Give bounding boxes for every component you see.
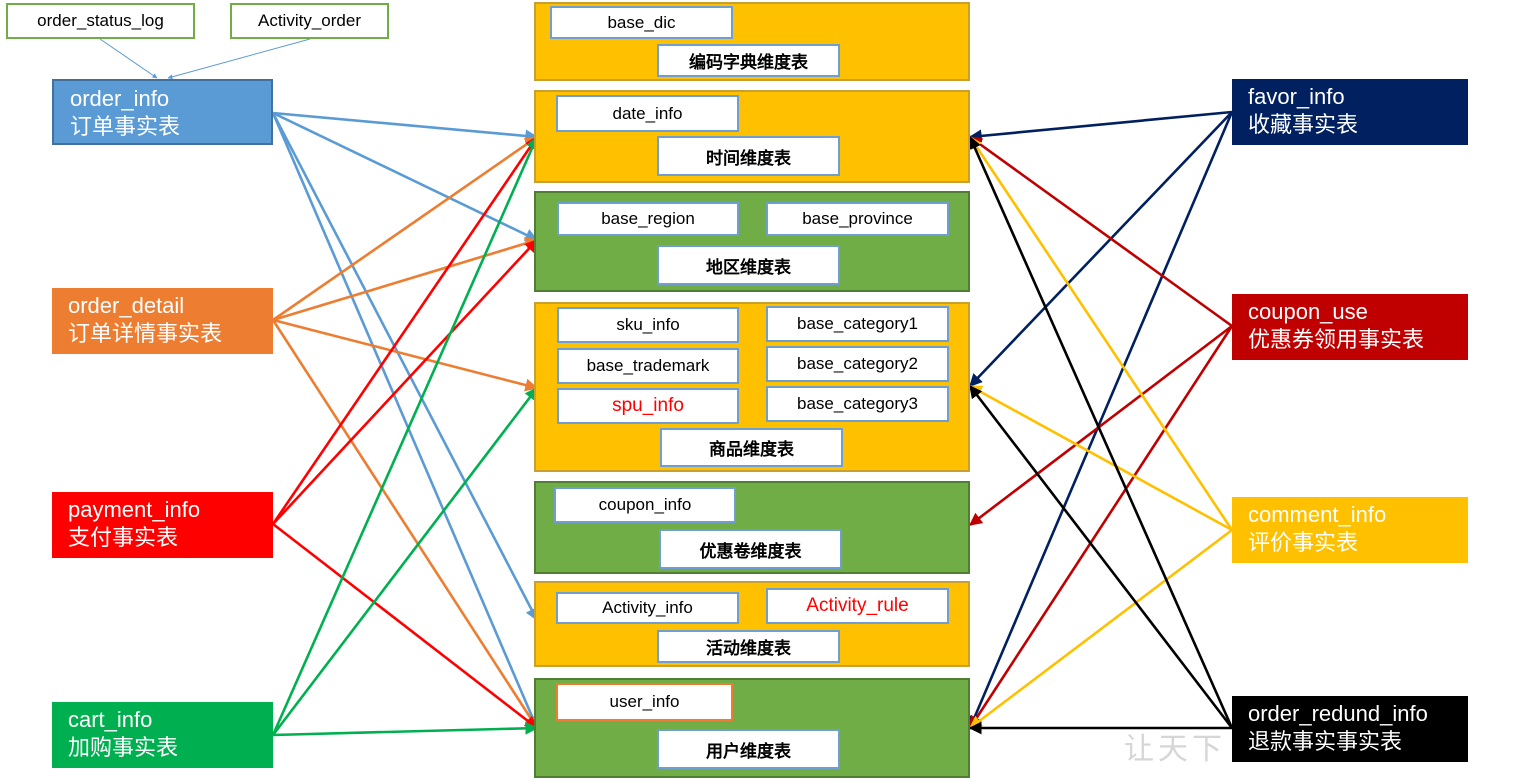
fact-name: comment_info [1248, 502, 1387, 527]
fact-desc: 支付事实表 [68, 525, 179, 550]
fact-name: order_redund_info [1248, 701, 1428, 726]
link-activity-order-to-order-info [167, 38, 311, 80]
fact-desc: 评价事实表 [1248, 530, 1359, 555]
link-order-info-to-date [272, 111, 539, 143]
link-order-detail-to-user [271, 319, 539, 730]
link-order-status-log-to-order-info [99, 38, 158, 79]
watermark: 让天下 [1124, 732, 1226, 767]
fact-desc: 加购事实表 [68, 735, 179, 760]
link-order-info-to-activity [271, 112, 539, 622]
link-payment-info-to-user [272, 522, 539, 730]
fact-desc: 订单详情事实表 [68, 321, 223, 346]
table-user-info: user_info [556, 683, 733, 721]
fact-table-order-redund-info: order_redund_info 退款事实事实表 [1232, 696, 1468, 762]
table-date-info: date_info [556, 95, 739, 132]
fact-name: order_info [70, 86, 170, 111]
dimension-label-activity: 活动维度表 [657, 630, 840, 663]
fact-name: coupon_use [1248, 299, 1368, 324]
link-coupon-use-to-coupon [968, 324, 1233, 527]
dimension-label-coupon: 优惠卷维度表 [659, 529, 842, 569]
dimension-label-region: 地区维度表 [657, 245, 840, 285]
fact-name: payment_info [68, 497, 201, 522]
link-order-detail-to-region [272, 237, 539, 322]
link-order-detail-to-date [272, 135, 539, 322]
fact-name: cart_info [68, 707, 153, 732]
dimension-label-dic: 编码字典维度表 [657, 44, 840, 77]
link-comment-info-to-sku [968, 384, 1233, 532]
table-activity-info: Activity_info [556, 592, 739, 624]
fact-table-cart-info: cart_info 加购事实表 [52, 702, 273, 768]
link-comment-info-to-date [968, 135, 1234, 531]
link-cart-info-to-date [271, 135, 539, 736]
fact-desc: 收藏事实表 [1248, 112, 1359, 137]
link-cart-info-to-user [272, 721, 539, 737]
fact-table-payment-info: payment_info 支付事实表 [52, 492, 273, 558]
fact-table-order-detail: order_detail 订单详情事实表 [52, 288, 273, 354]
table-base-dic: base_dic [550, 6, 733, 39]
dimension-label-date: 时间维度表 [657, 136, 840, 176]
dimension-label-user: 用户维度表 [657, 729, 840, 769]
table-base-category1: base_category1 [766, 306, 949, 342]
fact-desc: 退款事实事实表 [1248, 729, 1403, 754]
link-favor-info-to-sku [969, 111, 1233, 387]
table-base-region: base_region [557, 202, 739, 236]
link-comment-info-to-user [968, 528, 1233, 730]
link-order-info-to-user [271, 112, 539, 730]
link-coupon-use-to-user [968, 325, 1234, 730]
fact-name: order_detail [68, 293, 185, 318]
link-payment-info-to-date [271, 135, 539, 525]
fact-table-coupon-use: coupon_use 优惠券领用事实表 [1232, 294, 1468, 360]
table-sku-info: sku_info [557, 307, 739, 343]
fact-name: favor_info [1248, 84, 1345, 109]
table-base-province: base_province [766, 202, 949, 236]
table-coupon-info: coupon_info [554, 487, 736, 523]
link-payment-info-to-region [272, 239, 538, 525]
link-coupon-use-to-date [968, 135, 1233, 328]
link-order-detail-to-sku [272, 318, 539, 392]
link-order-info-to-region [272, 111, 539, 242]
table-base-category2: base_category2 [766, 346, 949, 382]
table-activity-rule: Activity_rule [766, 588, 949, 624]
fact-table-favor-info: favor_info 收藏事实表 [1232, 79, 1468, 145]
source-table-order-status-log: order_status_log [6, 3, 195, 39]
link-order-redund-info-to-date [968, 135, 1234, 729]
fact-table-comment-info: comment_info 评价事实表 [1232, 497, 1468, 563]
fact-table-order-info: order_info 订单事实表 [52, 79, 273, 145]
fact-desc: 优惠券领用事实表 [1248, 327, 1425, 352]
table-spu-info: spu_info [557, 388, 739, 424]
link-cart-info-to-sku [271, 386, 539, 736]
fact-desc: 订单事实表 [70, 114, 181, 139]
link-favor-info-to-date [968, 110, 1233, 143]
link-favor-info-to-user [968, 111, 1234, 730]
table-base-category3: base_category3 [766, 386, 949, 422]
dimension-label-sku: 商品维度表 [660, 428, 843, 467]
table-base-trademark: base_trademark [557, 348, 739, 384]
source-table-activity-order: Activity_order [230, 3, 389, 39]
link-order-redund-info-to-sku [968, 384, 1234, 729]
